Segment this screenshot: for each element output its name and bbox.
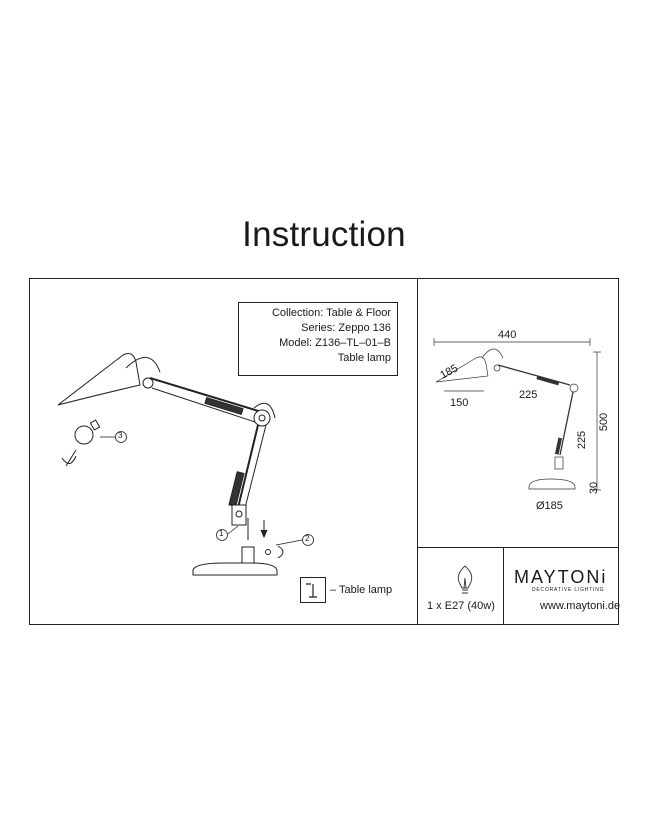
table-lamp-icon <box>300 577 326 603</box>
model-text: Model: Z136–TL–01–B <box>279 337 391 349</box>
base-diameter-dimension: Ø185 <box>536 500 563 512</box>
width-dimension: 440 <box>498 329 517 341</box>
lamp-shade-drawing <box>57 353 161 406</box>
upper-arm-drawing <box>149 377 276 427</box>
website-text: www.maytoni.de <box>540 600 621 612</box>
page-title: Instruction <box>242 215 406 254</box>
product-info-box: Collection: Table & Floor Series: Zeppo … <box>238 302 398 376</box>
upper-arm-dimension: 225 <box>519 389 538 401</box>
bulb-drawing <box>61 419 101 467</box>
footer-divider <box>417 547 619 548</box>
callout-2: 2 <box>305 534 310 543</box>
dimension-drawing <box>433 338 601 491</box>
base-drawing <box>192 518 284 576</box>
collection-text: Collection: Table & Floor <box>271 307 391 319</box>
height-dimension: 500 <box>598 412 611 432</box>
footer-split <box>503 547 504 625</box>
bulb-spec-text: 1 x E27 (40w) <box>427 600 495 612</box>
brand-logo: MAYTONi <box>514 567 608 587</box>
instruction-frame <box>29 278 619 625</box>
callout-leaders <box>100 431 314 546</box>
lower-arm-drawing <box>228 424 267 526</box>
panel-divider <box>417 278 418 625</box>
callout-3: 3 <box>118 431 123 440</box>
lower-arm-dimension: 225 <box>576 430 589 450</box>
base-height-dimension: 30 <box>588 481 601 495</box>
callout-1: 1 <box>219 529 224 538</box>
brand-tagline: DECORATIVE LIGHTING <box>532 587 605 593</box>
type-text: Table lamp <box>337 352 391 364</box>
legend-label: – Table lamp <box>330 584 393 596</box>
shade-diameter-dimension: 150 <box>450 397 469 409</box>
series-text: Series: Zeppo 136 <box>301 322 391 334</box>
